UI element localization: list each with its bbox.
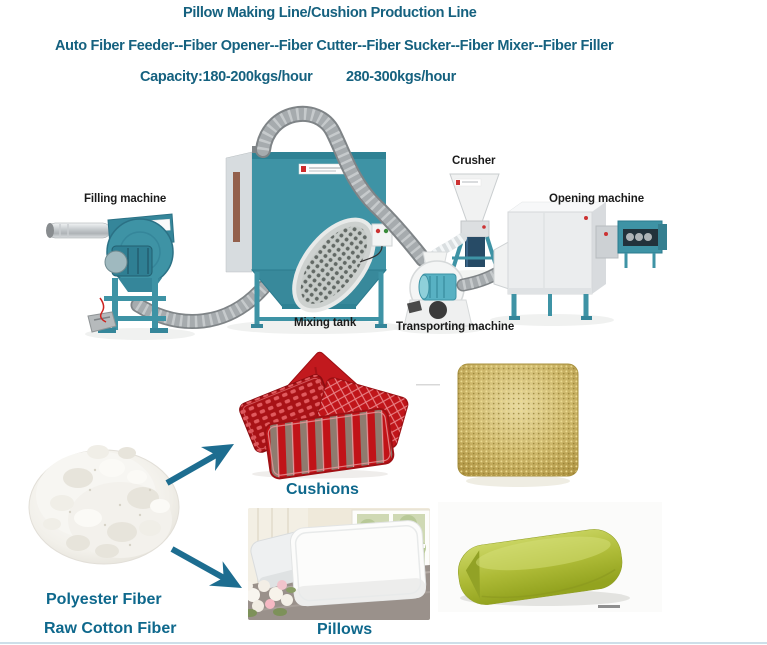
transporting-machine <box>403 251 473 327</box>
opening-machine <box>493 201 667 320</box>
bottom-divider <box>0 642 767 644</box>
mixing-tank-label: Mixing tank <box>294 317 357 329</box>
pillows-label: Pillows <box>317 621 373 638</box>
capacity-text-1: Capacity:180-200kgs/hour <box>140 69 313 85</box>
crusher-machine <box>448 173 504 275</box>
crusher-label: Crusher <box>452 155 496 167</box>
polyester-fiber-photo <box>28 445 180 565</box>
cushions-photo <box>239 351 410 480</box>
transporting-machine-label: Transporting machine <box>396 321 515 333</box>
filling-machine <box>46 213 175 333</box>
green-pillow-photo <box>438 502 662 612</box>
mixing-tank-machine <box>225 146 393 328</box>
raw-cotton-fiber-label: Raw Cotton Fiber <box>44 620 177 637</box>
polyester-fiber-label: Polyester Fiber <box>46 591 162 608</box>
gold-cushion-photo <box>416 358 658 487</box>
process-flow-line: Auto Fiber Feeder--Fiber Opener--Fiber C… <box>55 38 614 54</box>
arrow-to-pillows-icon <box>170 546 242 588</box>
mesh-screen <box>292 217 376 313</box>
opening-machine-label: Opening machine <box>549 193 644 205</box>
capacity-text-2: 280-300kgs/hour <box>346 69 456 85</box>
filling-machine-label: Filling machine <box>84 193 167 205</box>
page-title: Pillow Making Line/Cushion Production Li… <box>183 5 477 21</box>
hose-tank-to-transporter <box>255 105 431 267</box>
cushions-label: Cushions <box>286 481 359 498</box>
pillows-photo <box>248 508 430 620</box>
arrow-to-cushions-icon <box>165 444 234 486</box>
